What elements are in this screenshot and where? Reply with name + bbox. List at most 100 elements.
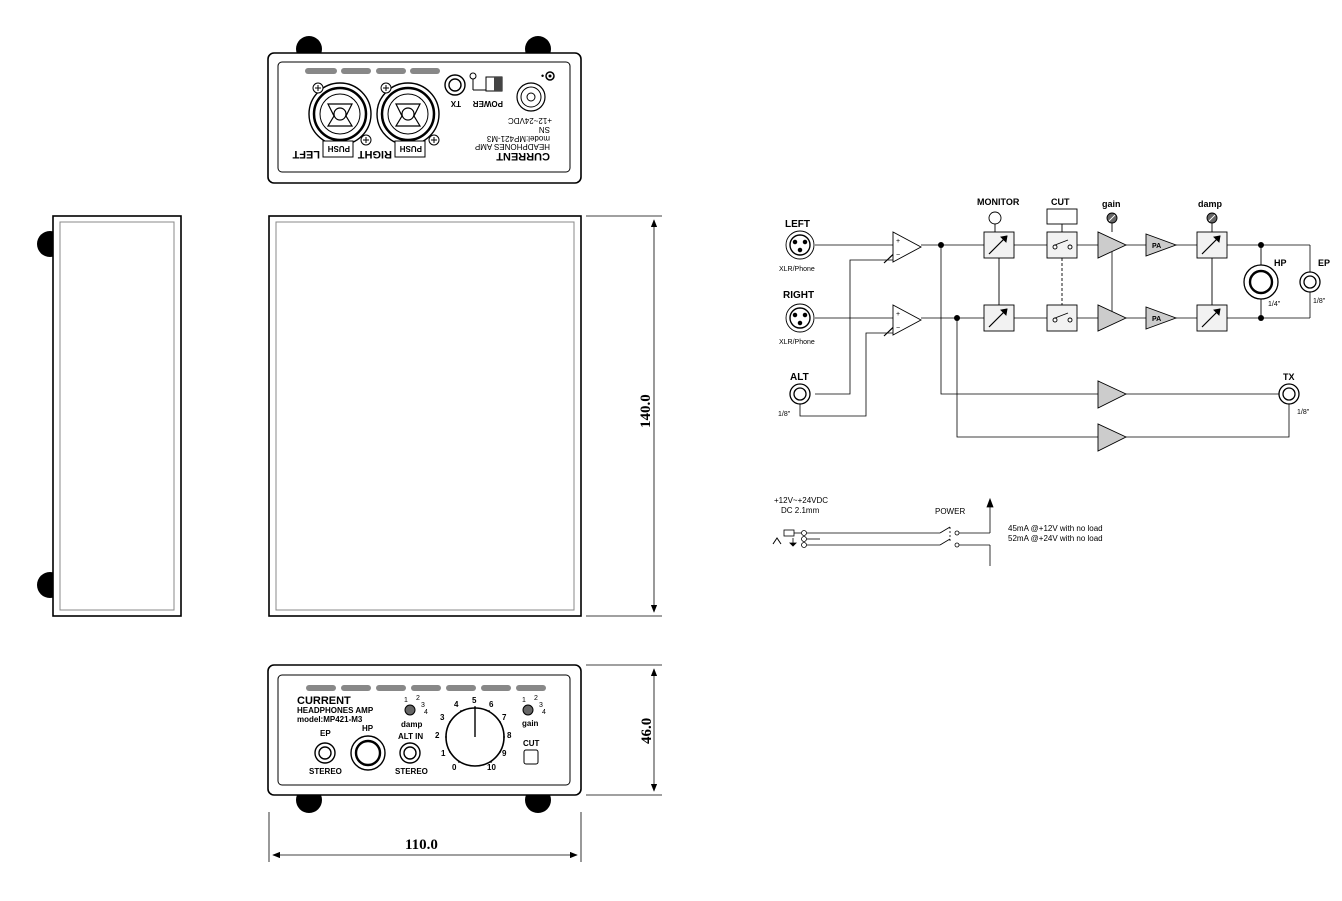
rear-power-label: POWER [473, 99, 503, 108]
rear-power-switch [469, 72, 503, 92]
front-model-label: model:MP421-M3 [297, 715, 363, 724]
bd-left-type: XLR/Phone [779, 266, 815, 273]
rear-tx-jack [444, 74, 466, 96]
tx-jack [1278, 383, 1300, 405]
rear-push-right-label: PUSH [400, 144, 422, 153]
gain-pos-1: 1 [522, 697, 526, 704]
gain-pos-2: 2 [534, 695, 538, 702]
xlr-jack-right [785, 303, 815, 333]
rear-panel-labels: LEFT RIGHT PUSH PUSH TX POWER +12~24VDC … [292, 99, 552, 162]
front-panel-outline [267, 664, 582, 796]
rear-left-label: LEFT [292, 148, 320, 160]
depth-dimension: 140.0 [586, 215, 662, 617]
front-gain-label: gain [522, 719, 539, 728]
cut-control [1046, 208, 1078, 332]
damp-control [1196, 212, 1228, 332]
vol-10: 10 [487, 763, 496, 772]
rear-brand-label: CURRENT [496, 150, 550, 162]
front-product-label: HEADPHONES AMP [297, 706, 374, 715]
height-dimension: 46.0 [586, 664, 662, 796]
rear-panel-face [277, 61, 571, 173]
alt-jack [789, 383, 811, 405]
vol-8: 8 [507, 731, 512, 740]
bd-damp-label: damp [1198, 199, 1223, 209]
block-diagram-components: + − + − [785, 208, 1321, 452]
front-vent-slots [306, 685, 546, 691]
svg-text:−: − [896, 252, 900, 259]
rear-combo-jack-right [376, 82, 440, 146]
tx-buffers [1097, 380, 1128, 452]
gain-pos-3: 3 [539, 702, 543, 709]
bd-pa-top: PA [1152, 243, 1161, 250]
rear-dc-rating: +12~24VDC [508, 116, 552, 125]
height-value: 46.0 [639, 718, 655, 744]
front-cut-label: CUT [523, 739, 540, 748]
rear-vent-slots [305, 68, 440, 74]
damp-pos-3: 3 [421, 702, 425, 709]
bd-gain-label: gain [1102, 199, 1121, 209]
rear-model-label: model:MP421-M3 [486, 134, 550, 143]
vol-2: 2 [435, 731, 440, 740]
svg-text:−: − [896, 325, 900, 332]
power-diagram [772, 497, 994, 566]
block-diagram [799, 243, 1311, 438]
bd-pa-bottom: PA [1152, 316, 1161, 323]
vol-3: 3 [440, 713, 445, 722]
front-ep-jack [314, 742, 336, 764]
pw-current-12v: 45mA @+12V with no load [1008, 524, 1103, 533]
front-damp-switch: 1 2 3 4 [404, 695, 428, 716]
front-hp-label: HP [362, 724, 374, 733]
front-volume-scale: 0 1 2 3 4 5 6 7 8 9 10 [435, 696, 512, 772]
depth-value: 140.0 [638, 394, 654, 428]
damp-pos-1: 1 [404, 697, 408, 704]
front-brand-label: CURRENT [297, 695, 351, 707]
top-view [268, 215, 582, 617]
bd-monitor-label: MONITOR [977, 197, 1020, 207]
width-dimension: 110.0 [268, 812, 582, 862]
rear-tx-label: TX [450, 99, 461, 108]
rear-panel-view: • LEFT RIGHT PUSH PUSH TX POWER +12~24VD… [267, 36, 582, 184]
front-volume-knob [445, 707, 505, 767]
gain-control [1097, 212, 1128, 332]
front-panel-view: CURRENT HEADPHONES AMP model:MP421-M3 EP… [267, 664, 582, 813]
pw-switch-label: POWER [935, 507, 965, 516]
rear-dc-jack: • [516, 71, 555, 112]
front-cut-button [523, 749, 539, 765]
bd-alt-label: ALT [790, 372, 809, 383]
damp-pos-4: 4 [424, 709, 428, 716]
bd-left-label: LEFT [785, 219, 810, 230]
pw-supply-label: +12V~+24VDC [774, 496, 828, 505]
bd-alt-size: 1/8" [778, 411, 791, 418]
front-ep-stereo-label: STEREO [309, 767, 342, 776]
input-amp-left: + − [892, 231, 922, 263]
xlr-jack-left [785, 230, 815, 260]
front-panel-face [277, 674, 571, 786]
svg-text:+: + [896, 311, 900, 318]
side-view [37, 215, 182, 617]
vol-1: 1 [441, 749, 446, 758]
svg-text:+: + [896, 238, 900, 245]
block-diagram-labels: LEFT XLR/Phone RIGHT XLR/Phone ALT 1/8" … [778, 197, 1330, 418]
side-inner [59, 221, 175, 611]
pw-connector-label: DC 2.1mm [781, 506, 820, 515]
bd-cut-label: CUT [1051, 197, 1070, 207]
front-alt-in-label: ALT IN [398, 732, 423, 741]
vol-7: 7 [502, 713, 507, 722]
front-alt-stereo-label: STEREO [395, 767, 428, 776]
front-ep-label: EP [320, 729, 331, 738]
gain-pos-4: 4 [542, 709, 546, 716]
hp-jack [1243, 245, 1279, 318]
rear-sn-label: SN [539, 125, 550, 134]
top-inner [275, 221, 575, 611]
bd-right-label: RIGHT [783, 290, 814, 301]
bd-tx-label: TX [1283, 372, 1295, 382]
input-amp-right: + − [892, 304, 922, 336]
bd-hp-size: 1/4" [1268, 301, 1281, 308]
vol-5: 5 [472, 696, 477, 705]
rear-combo-jack-left [308, 82, 372, 146]
top-outline [268, 215, 582, 617]
damp-pos-2: 2 [416, 695, 420, 702]
rear-push-left [322, 140, 354, 158]
pw-current-24v: 52mA @+24V with no load [1008, 534, 1103, 543]
